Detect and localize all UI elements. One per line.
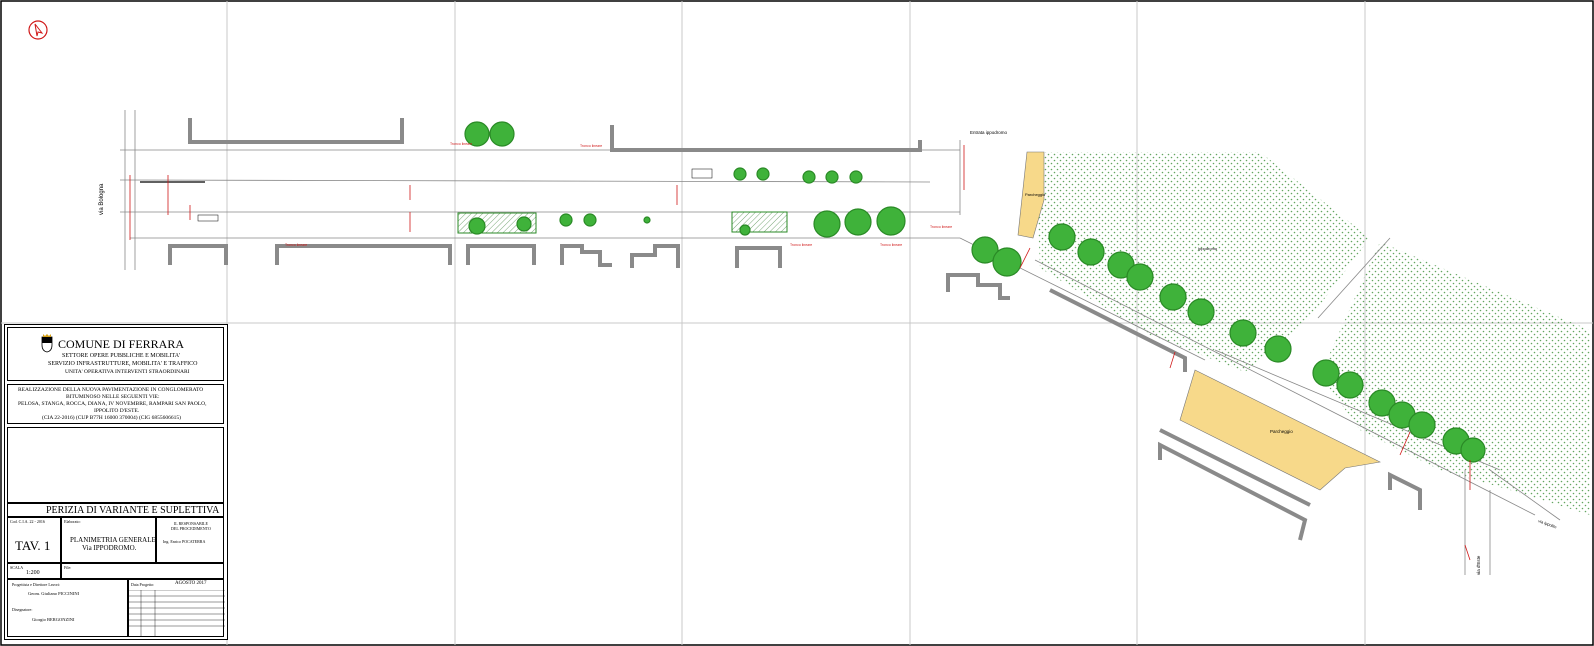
- parking-area-2: [1179, 369, 1381, 491]
- coat-of-arms-icon: [41, 334, 53, 353]
- tree: [844, 208, 872, 236]
- red-note: Tronco lineare: [930, 225, 952, 229]
- tree: [516, 216, 532, 232]
- perizia-box: PERIZIA DI VARIANTE E SUPLETTIVA: [7, 503, 224, 517]
- settore-line: SETTORE OPERE PUBBLICHE E MOBILITA': [62, 353, 181, 359]
- data-box: Data Progetto: AGOSTO 2017: [128, 579, 225, 637]
- project-line: REALIZZAZIONE DELLA NUOVA PAVIMENTAZIONE…: [18, 387, 204, 393]
- project-line: BITUMINOSO NELLE SEGUENTI VIE:: [66, 394, 160, 400]
- tree: [468, 217, 486, 235]
- tree: [643, 216, 651, 224]
- trees: [464, 121, 1486, 463]
- responsabile-box: IL RESPONSABILE DEL PROCEDIMENTO Ing. En…: [156, 517, 224, 563]
- entrata-ippodromo-label: Entrata ippodromo: [970, 130, 1008, 135]
- dimension-marks: [129, 145, 1471, 561]
- tree: [733, 167, 747, 181]
- cod-cia: Cod. C.I.A. 22 - 2016: [10, 519, 45, 524]
- file-box: File:: [61, 563, 224, 579]
- tree: [876, 206, 906, 236]
- red-note: Tronco lineare: [450, 142, 472, 146]
- tree: [1077, 238, 1105, 266]
- file-label: File:: [64, 565, 72, 570]
- grass-area-lower: [1320, 242, 1590, 515]
- responsabile-label: IL RESPONSABILE DEL PROCEDIMENTO: [171, 521, 211, 531]
- progettista-label: Progettista e Direttore Lavori:: [12, 582, 61, 587]
- road-sign-box: [197, 214, 219, 222]
- red-note: Tronco lineare: [880, 243, 902, 247]
- elaborato-box: Elaborato: PLANIMETRIA GENERALE Via IPPO…: [61, 517, 156, 563]
- tree: [813, 210, 841, 238]
- tree: [1368, 389, 1396, 417]
- tree: [1187, 298, 1215, 326]
- red-note: Tronco lineare: [790, 243, 812, 247]
- project-box: REALIZZAZIONE DELLA NUOVA PAVIMENTAZIONE…: [7, 384, 224, 424]
- planimetria-title: PLANIMETRIA GENERALE: [70, 536, 156, 544]
- tree: [1336, 371, 1364, 399]
- tree: [1048, 223, 1076, 251]
- tav-box: Cod. C.I.A. 22 - 2016 TAV. 1: [7, 517, 61, 563]
- tree: [802, 170, 816, 184]
- elaborato-label: Elaborato:: [64, 519, 81, 524]
- via-este-label: via d'Este: [1476, 555, 1481, 575]
- tree: [583, 213, 597, 227]
- comune-title: COMUNE DI FERRARA: [58, 337, 185, 351]
- project-line: PELOSA, STANGA, ROCCA, DIANA, IV NOVEMBR…: [18, 401, 207, 407]
- parking-area-1: [1017, 151, 1045, 239]
- servizio-line: SERVIZIO INFRASTRUTTURE, MOBILITA' E TRA…: [48, 361, 198, 367]
- progettista-name: Geom. Giuliano PICCININI: [28, 591, 80, 596]
- tree: [971, 236, 999, 264]
- grass-area-upper: [1035, 152, 1370, 372]
- tree: [1460, 437, 1486, 463]
- ing-name: Ing. Enrico POCATERRA: [163, 539, 206, 544]
- via-bologna-label: via Bologna: [99, 183, 105, 215]
- disegnatore-name: Giorgio BERGONZINI: [32, 617, 75, 622]
- project-line: IPPOLITO D'ESTE.: [94, 408, 140, 414]
- small-red-labels: Tronco lineare Tronco lineare Tronco lin…: [285, 142, 952, 247]
- parcheggio-label-2: Parcheggio: [1270, 429, 1293, 434]
- revision-table: [129, 590, 225, 636]
- header-box: COMUNE DI FERRARA SETTORE OPERE PUBBLICH…: [7, 327, 224, 381]
- data-label: Data Progetto:: [131, 582, 155, 587]
- scala-label: SCALA: [10, 565, 24, 570]
- tav-number: TAV. 1: [15, 538, 51, 553]
- via-title: Via IPPODROMO.: [82, 544, 137, 552]
- ippodromo-label: Ippodromo: [1198, 246, 1218, 251]
- tree: [849, 170, 863, 184]
- north-arrow-icon: [28, 20, 48, 40]
- via-ippolito-label: via Ippolito: [1538, 518, 1558, 530]
- tree: [756, 167, 770, 181]
- data-value: AGOSTO 2017: [175, 581, 207, 586]
- tree: [1159, 283, 1187, 311]
- perizia-title: PERIZIA DI VARIANTE E SUPLETTIVA: [46, 505, 220, 516]
- unita-line: UNITA' OPERATIVA INTERVENTI STRAORDINARI: [65, 369, 190, 375]
- road-sign-box: [691, 168, 713, 179]
- scala-box: SCALA 1:200: [7, 563, 61, 579]
- parcheggio-label-1: Parcheggio: [1025, 192, 1046, 197]
- tree: [1408, 411, 1436, 439]
- red-note: Tronco lineare: [285, 243, 307, 247]
- progettista-box: Progettista e Direttore Lavori: Geom. Gi…: [7, 579, 128, 637]
- project-line: (CIA 22-2016) (CUP B77H 16000 370004) (C…: [42, 415, 181, 421]
- building-walls: [168, 118, 1422, 541]
- blank-box: [7, 427, 224, 503]
- tree: [992, 247, 1022, 277]
- tree: [1312, 359, 1340, 387]
- disegnatore-label: Disegnatore:: [12, 607, 33, 612]
- scala-value: 1:200: [26, 570, 40, 576]
- tree: [825, 170, 839, 184]
- tree: [1126, 263, 1154, 291]
- tree: [559, 213, 573, 227]
- title-block: COMUNE DI FERRARA SETTORE OPERE PUBBLICH…: [4, 324, 228, 640]
- tree: [489, 121, 515, 147]
- tree: [739, 224, 751, 236]
- tree: [1229, 319, 1257, 347]
- tree: [464, 121, 490, 147]
- red-note: Tronco lineare: [580, 144, 602, 148]
- tree: [1264, 335, 1292, 363]
